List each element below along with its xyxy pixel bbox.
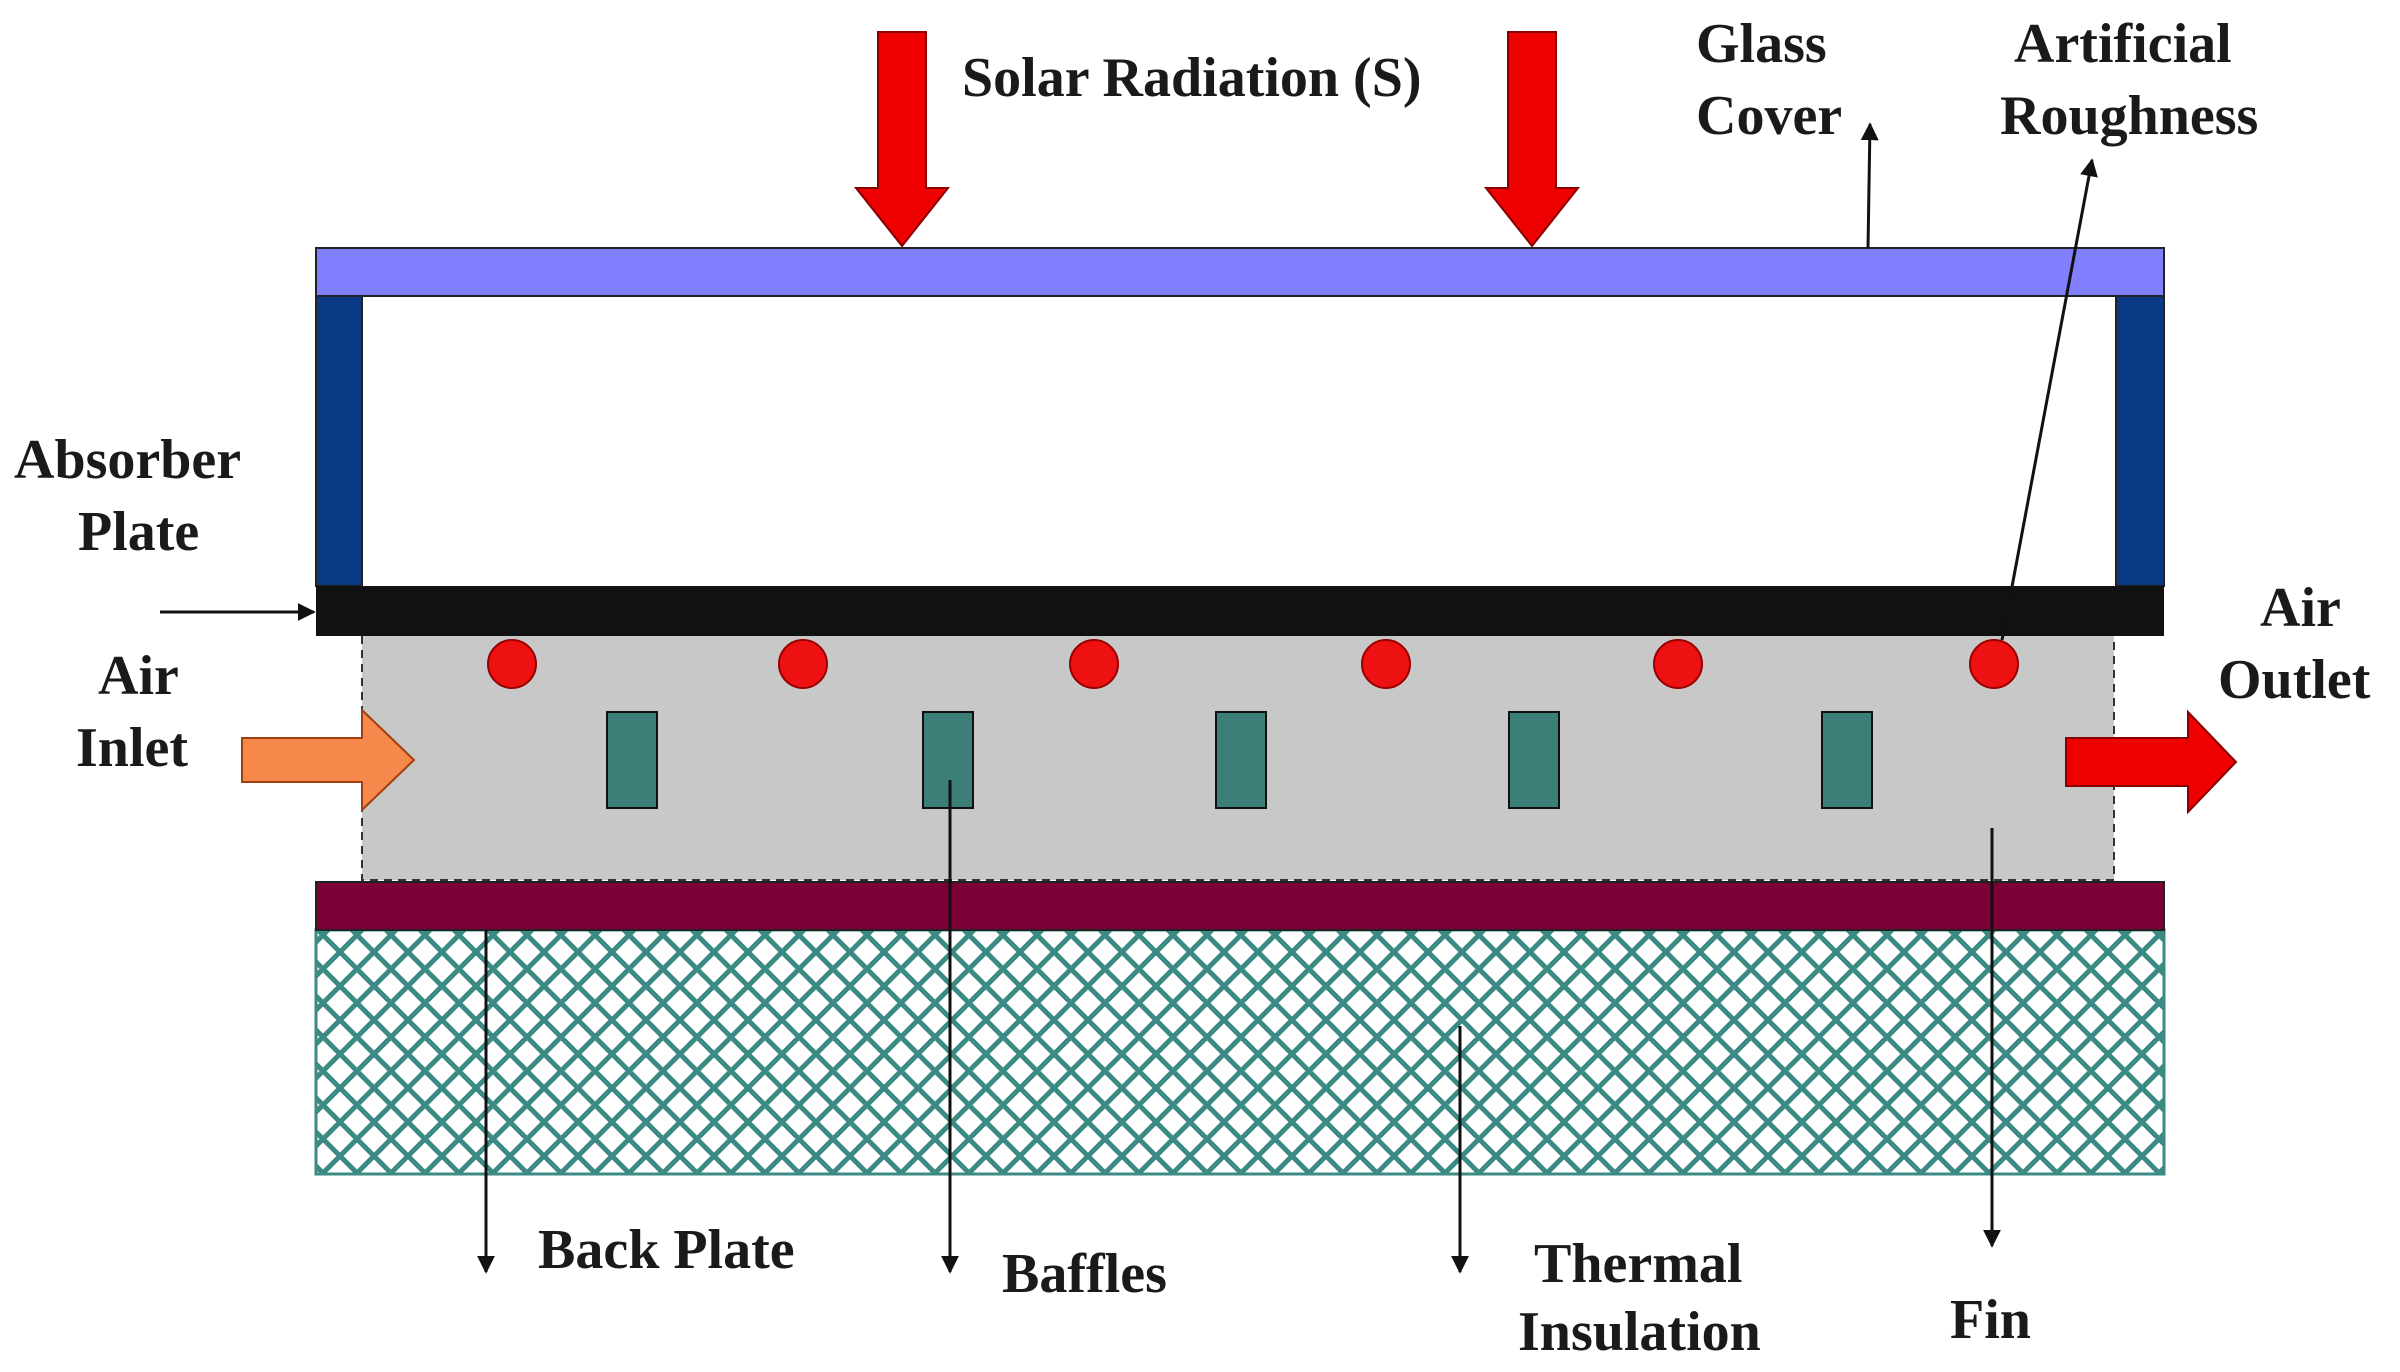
absorber-plate: [316, 586, 2164, 636]
glass-cover-leader: [1860, 122, 1879, 249]
thermal-insulation-label-line1: Thermal: [1534, 1233, 1742, 1295]
baffle: [922, 711, 974, 809]
air-inlet-arrow: [241, 707, 416, 813]
baffle: [1215, 711, 1267, 809]
baffle: [1508, 711, 1560, 809]
fin-label: Fin: [1950, 1289, 2031, 1351]
back-plate-label: Back Plate: [538, 1219, 795, 1281]
air-outlet-arrow: [2065, 709, 2238, 815]
leader-lines: [160, 122, 2098, 1274]
absorber-plate-label-line1: Absorber: [14, 429, 241, 491]
back-plate: [315, 881, 2165, 931]
left-side-wall: [315, 295, 363, 587]
artificial-roughness-label-line2: Roughness: [2000, 85, 2258, 147]
air-inlet-label-line2: Inlet: [76, 717, 188, 779]
baffle: [606, 711, 658, 809]
glass-cover: [315, 247, 2165, 297]
air-inlet-label-line1: Air: [98, 645, 179, 707]
baffles-group: [606, 711, 1873, 809]
solar-radiation-arrow-right: [1483, 31, 1581, 248]
air-outlet-label-line1: Air: [2260, 577, 2341, 639]
roughness-leader: [2000, 158, 2098, 641]
roughness-elements: [487, 639, 2019, 689]
thermal-insulation-label-line2: Insulation: [1518, 1301, 1761, 1363]
roughness-element: [1069, 639, 1119, 689]
absorber-plate-label-line2: Plate: [78, 501, 199, 563]
air-outlet-label-line2: Outlet: [2218, 649, 2371, 711]
roughness-element: [1969, 639, 2019, 689]
right-side-wall: [2115, 295, 2165, 587]
baffles-label: Baffles: [1002, 1243, 1167, 1305]
roughness-element: [778, 639, 828, 689]
solar-radiation-arrow-left: [853, 31, 951, 248]
thermal-insulation: [314, 928, 2166, 1176]
glass-cover-label-line2: Cover: [1696, 85, 1842, 147]
roughness-element: [487, 639, 537, 689]
artificial-roughness-label-line1: Artificial: [2014, 13, 2232, 75]
roughness-element: [1653, 639, 1703, 689]
solar-radiation-label: Solar Radiation (S): [962, 47, 1421, 109]
baffle: [1821, 711, 1873, 809]
roughness-element: [1361, 639, 1411, 689]
glass-cover-label-line1: Glass: [1696, 13, 1827, 75]
